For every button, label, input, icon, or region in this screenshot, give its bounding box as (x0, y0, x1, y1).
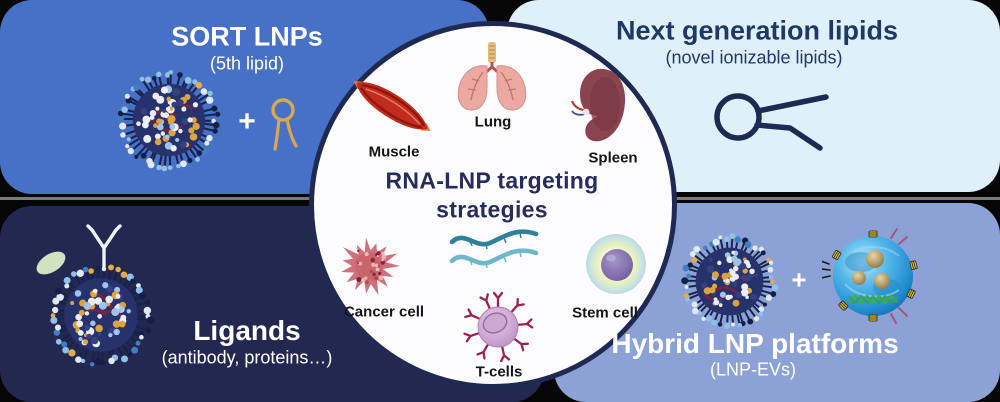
lung-icon (452, 40, 532, 114)
sort-lnps-subtitle: (5th lipid) (209, 53, 285, 74)
ligands-title: Ligands (193, 315, 301, 346)
lnp-particle-icon (43, 257, 159, 373)
spleen-label: Spleen (588, 149, 638, 167)
rna-icon (446, 226, 542, 278)
muscle-label: Muscle (368, 143, 420, 161)
next-generation-subtitle: (novel ionizable lipids) (665, 47, 843, 68)
center-title-line1: RNA-LNP targeting (385, 167, 599, 194)
ev-particle-icon (822, 225, 924, 327)
plus-sign: + (791, 264, 807, 295)
plus-sign: + (238, 105, 256, 138)
ligands-subtitle: (antibody, proteins…) (161, 347, 333, 368)
stem-cell-label: Stem cell (572, 304, 638, 322)
next-generation-title: Next generation lipids (615, 15, 899, 46)
protein-icon (32, 248, 70, 278)
cancer-cell-label: Cancer cell (343, 303, 425, 321)
lung-label: Lung (474, 113, 512, 131)
t-cell-icon (462, 290, 534, 364)
muscle-icon (341, 62, 442, 149)
ionizable-lipid-icon (702, 84, 832, 156)
sort-lnps-title: SORT LNPs (171, 21, 323, 52)
lnp-particle-icon (112, 63, 226, 177)
antibody-icon (84, 224, 124, 270)
fifth-lipid-icon (262, 95, 306, 157)
hybrid-title: Hybrid LNP platforms (611, 328, 899, 359)
spleen-icon (568, 64, 634, 148)
center-title-line2: strategies (436, 196, 548, 223)
stem-cell-icon (584, 232, 648, 296)
lnp-particle-icon (676, 228, 783, 335)
cancer-cell-icon (334, 230, 404, 302)
hybrid-subtitle: (LNP-EVs) (709, 359, 797, 380)
t-cells-label: T-cells (475, 363, 523, 381)
